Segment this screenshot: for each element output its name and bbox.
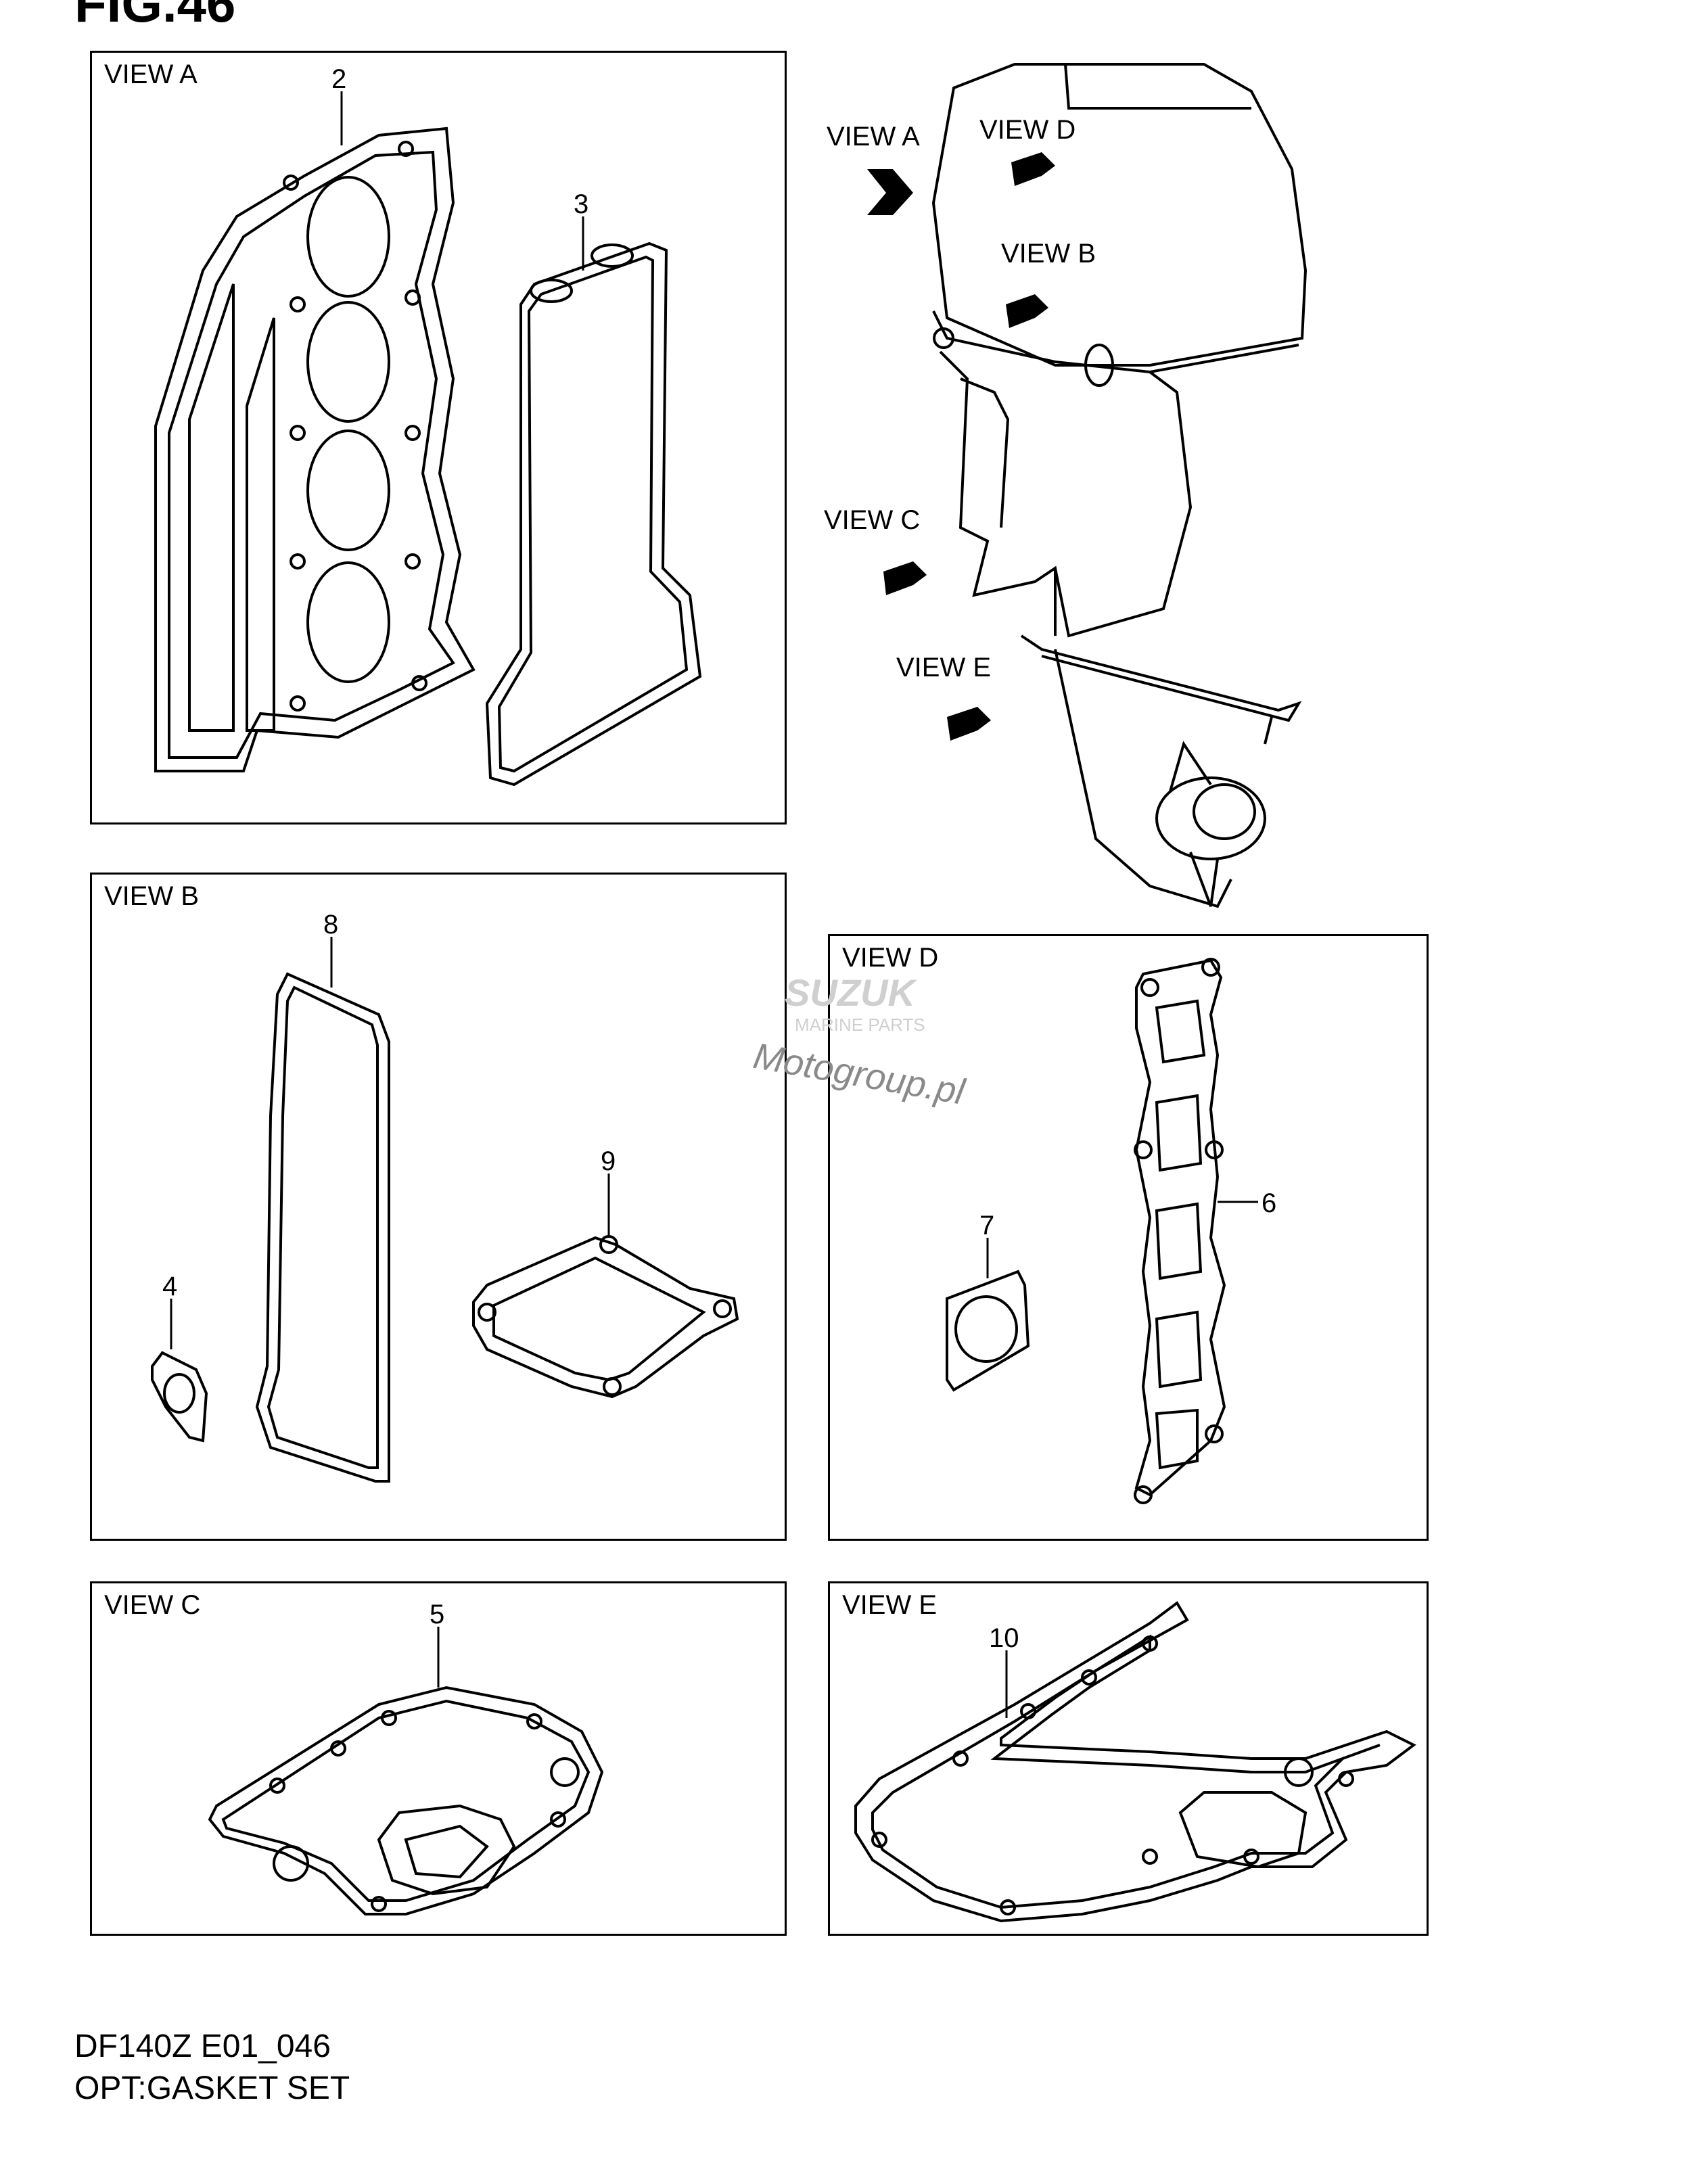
panel-title-view-a: VIEW A (104, 60, 198, 89)
panel-title-view-b: VIEW B (104, 881, 200, 911)
arrow-view-c (883, 561, 927, 595)
panel-view-e: VIEW E (828, 1581, 1429, 1936)
arrow-view-a (867, 169, 913, 215)
arrow-view-b (1006, 294, 1048, 328)
engine-label-view-e: VIEW E (896, 653, 992, 682)
arrow-view-e (947, 707, 991, 741)
watermark-brand: SUZUK (785, 971, 915, 1014)
footer-caption: OPT:GASKET SET (74, 2070, 350, 2106)
panel-view-a: VIEW A (90, 51, 787, 824)
engine-label-view-a: VIEW A (827, 122, 920, 152)
figure-title: FIG.46 (74, 0, 236, 33)
panel-title-view-e: VIEW E (842, 1590, 938, 1620)
arrow-view-d (1011, 152, 1055, 186)
panel-title-view-d: VIEW D (842, 943, 939, 973)
engine-label-view-c: VIEW C (824, 505, 921, 535)
panel-view-d: VIEW D (828, 934, 1429, 1541)
engine-label-view-b: VIEW B (1001, 239, 1096, 269)
panel-view-b: VIEW B (90, 873, 787, 1541)
watermark-sub: MARINE PARTS (795, 1015, 925, 1035)
panel-view-c: VIEW C (90, 1581, 787, 1936)
panel-title-view-c: VIEW C (104, 1590, 201, 1620)
footer-model-code: DF140Z E01_046 (74, 2028, 331, 2064)
engine-label-view-d: VIEW D (979, 115, 1076, 145)
